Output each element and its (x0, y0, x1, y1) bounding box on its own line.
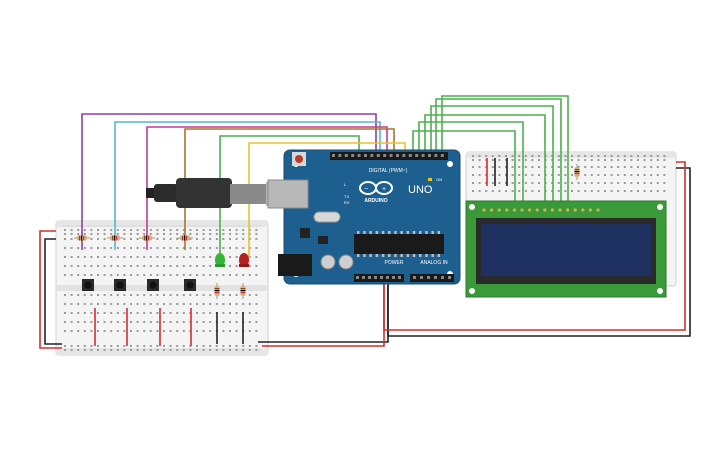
wire-lcd-4 (430, 105, 554, 213)
lcd-screen (481, 224, 651, 276)
led-red[interactable] (239, 253, 249, 267)
led-green[interactable] (215, 253, 225, 267)
push-buttons (82, 279, 196, 291)
svg-text:−: − (364, 186, 368, 193)
wire-cyan (114, 121, 381, 250)
digital-header-pins (332, 154, 444, 157)
resistor[interactable] (107, 235, 123, 241)
resistor[interactable] (240, 283, 246, 299)
power-label: POWER (385, 260, 404, 266)
power-analog-pins (356, 276, 451, 279)
push-button[interactable] (82, 279, 94, 291)
push-button[interactable] (114, 279, 126, 291)
resistor[interactable] (574, 164, 580, 180)
wire-red-5v (262, 275, 385, 347)
rx-label: RX (344, 200, 350, 205)
resistor[interactable] (177, 235, 193, 241)
model-label: UNO (408, 184, 433, 196)
brand-label: ARDUINO (364, 198, 387, 204)
left-breadboard[interactable] (55, 220, 269, 356)
wire-lcd-6 (441, 95, 569, 213)
wire-purple (81, 113, 377, 250)
on-label: ON (436, 177, 442, 182)
svg-text:+: + (382, 186, 386, 193)
wire-red-right (383, 161, 686, 331)
digital-label: DIGITAL (PWM~) (369, 168, 408, 174)
microcontroller-pins (357, 231, 441, 257)
lcd-16x2[interactable] (465, 200, 667, 298)
arduino-uno-board[interactable]: DIGITAL (PWM~) − + UNO ARDUINO ON TX RX … (267, 149, 461, 285)
l-label: L (344, 182, 347, 187)
wire-lcd-3 (424, 114, 546, 213)
left-breadboard-holes (64, 229, 258, 351)
tx-label: TX (344, 194, 349, 199)
push-button[interactable] (147, 279, 159, 291)
wire-lcd-2 (418, 121, 524, 213)
push-button[interactable] (184, 279, 196, 291)
wire-lcd-1 (412, 130, 516, 213)
resistor[interactable] (214, 283, 220, 299)
resistors (74, 164, 580, 299)
wire-black-gnd (258, 275, 389, 343)
lcd-pin-header (482, 208, 600, 212)
wire-red-left (39, 230, 62, 349)
resistor[interactable] (139, 235, 155, 241)
wire-black-left (44, 238, 62, 345)
resistor[interactable] (74, 235, 90, 241)
wire-lcd-5 (435, 98, 562, 213)
analog-label: ANALOG IN (420, 260, 448, 266)
usb-cable[interactable] (146, 178, 288, 208)
arduino-logo: − + (359, 181, 393, 195)
